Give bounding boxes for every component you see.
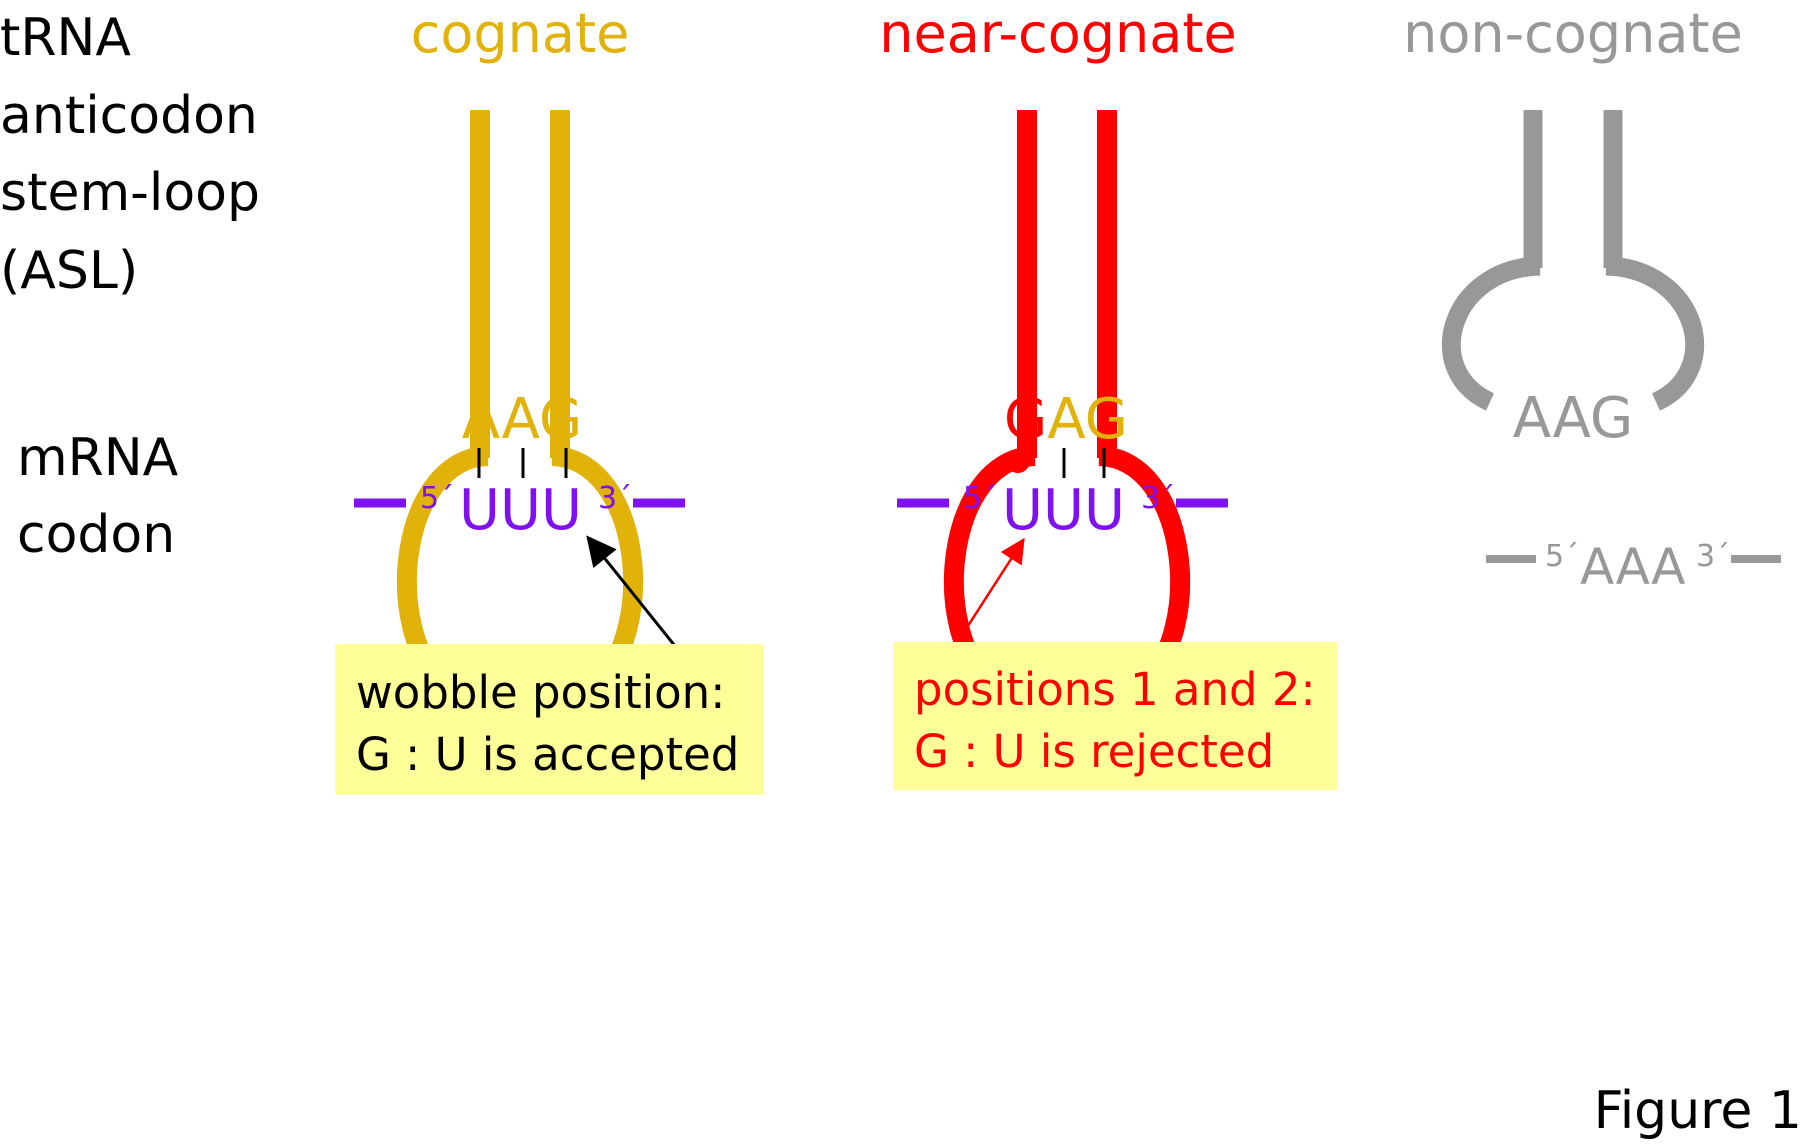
five-prime: 5´ (963, 481, 997, 516)
figure-label: Figure 1 (1594, 1081, 1802, 1141)
mrna-label-line: mRNA (17, 428, 179, 488)
cognate-title: cognate (411, 2, 630, 65)
three-prime: 3´ (598, 481, 632, 516)
five-prime: 5´ (1545, 539, 1579, 574)
note-line: wobble position: (356, 666, 725, 719)
codon: UUU (459, 478, 582, 543)
rejection-note: positions 1 and 2: G : U is rejected (893, 642, 1337, 790)
gu-mismatch-dot (1006, 449, 1030, 473)
trna-label: tRNA anticodon stem-loop (ASL) (0, 8, 260, 301)
mrna-label: mRNA codon (17, 428, 179, 565)
non-cognate-anticodon: AAG (1513, 386, 1634, 451)
three-prime: 3´ (1696, 539, 1730, 574)
arrow-to-wobble (586, 535, 677, 647)
note-line: G : U is accepted (356, 728, 739, 781)
wobble-note: wobble position: G : U is accepted (335, 644, 764, 795)
codon: UUU (1002, 478, 1125, 543)
arrow-to-position-1 (953, 537, 1025, 647)
note-line: G : U is rejected (914, 725, 1274, 778)
near-cognate-title: near-cognate (879, 2, 1237, 65)
non-cognate-asl (1441, 110, 1705, 411)
cognate-mrna: 5´ UUU 3´ (354, 478, 685, 543)
three-prime: 3´ (1141, 481, 1175, 516)
trna-label-line: (ASL) (0, 241, 138, 301)
base-pair-lines (477, 448, 568, 478)
five-prime: 5´ (420, 481, 454, 516)
non-cognate-mrna: 5´ AAA 3´ (1486, 538, 1781, 596)
cognate-column: cognate AAG 5´ UUU 3´ (354, 2, 685, 696)
non-cognate-title: non-cognate (1403, 2, 1743, 65)
trna-label-line: anticodon (0, 86, 258, 146)
codon: AAA (1580, 538, 1685, 596)
cognate-anticodon: AAG (462, 387, 583, 452)
near-cognate-anticodon: GAG (1004, 387, 1128, 452)
base-pair-lines (1062, 448, 1106, 478)
near-cognate-column: near-cognate GAG 5´ UUU 3´ (879, 2, 1237, 696)
near-cognate-mrna: 5´ UUU 3´ (897, 478, 1228, 543)
non-cognate-column: non-cognate AAG 5´ AAA 3´ (1403, 2, 1781, 596)
note-line: positions 1 and 2: (914, 663, 1316, 716)
trna-label-line: tRNA (0, 8, 131, 68)
mrna-label-line: codon (17, 505, 175, 565)
trna-label-line: stem-loop (0, 163, 260, 223)
